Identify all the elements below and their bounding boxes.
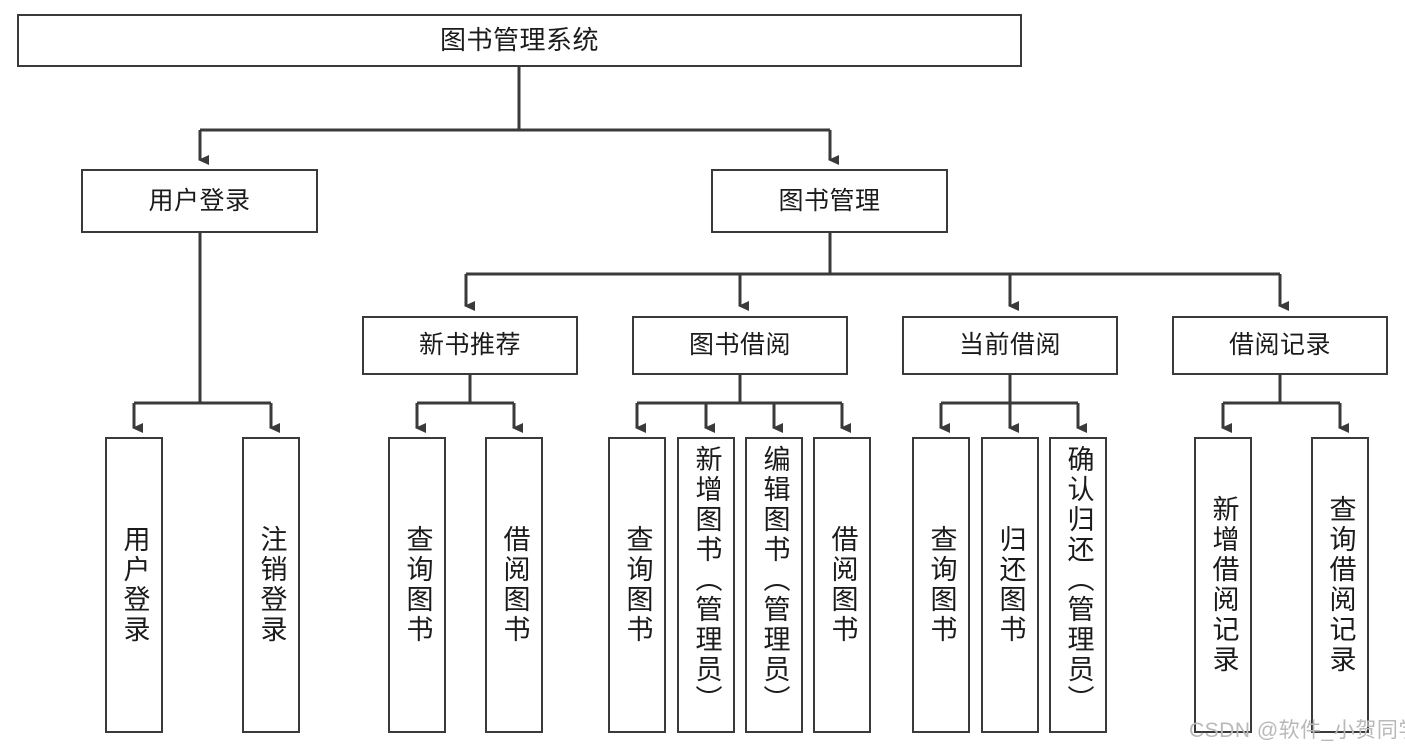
node-new-book-rec[interactable]: 新书推荐: [362, 316, 578, 375]
node-current-borrow[interactable]: 当前借阅: [902, 316, 1118, 375]
leaf-edit-book[interactable]: 编辑图书（管理员）: [745, 437, 803, 733]
node-root[interactable]: 图书管理系统: [17, 14, 1022, 67]
node-book-borrow[interactable]: 图书借阅: [632, 316, 848, 375]
leaf-edit-book-label: 编辑图书（管理员）: [759, 445, 790, 715]
leaf-query-book-3-label: 查询图书: [926, 525, 957, 645]
node-user-login-label: 用户登录: [148, 186, 251, 215]
leaf-add-record-label: 新增借阅记录: [1208, 495, 1239, 675]
leaf-add-book-label: 新增图书（管理员）: [691, 445, 722, 715]
node-current-borrow-label: 当前借阅: [958, 331, 1061, 360]
leaf-borrow-book-1-label: 借阅图书: [499, 525, 530, 645]
csdn-watermark: CSDN @软件_小贺同学: [1189, 719, 1405, 742]
leaf-logout-label: 注销登录: [256, 525, 287, 645]
node-root-label: 图书管理系统: [439, 24, 599, 55]
leaf-add-record[interactable]: 新增借阅记录: [1194, 437, 1252, 733]
leaf-borrow-book-2-label: 借阅图书: [827, 525, 858, 645]
leaf-query-book-2[interactable]: 查询图书: [608, 437, 666, 733]
leaf-logout[interactable]: 注销登录: [242, 437, 300, 733]
node-borrow-record[interactable]: 借阅记录: [1172, 316, 1388, 375]
leaf-query-book-3[interactable]: 查询图书: [912, 437, 970, 733]
leaf-confirm-return-label: 确认归还（管理员）: [1063, 445, 1094, 715]
leaf-borrow-book-1[interactable]: 借阅图书: [485, 437, 543, 733]
leaf-query-record-label: 查询借阅记录: [1325, 495, 1356, 675]
leaf-query-book-2-label: 查询图书: [622, 525, 653, 645]
leaf-return-book-label: 归还图书: [995, 525, 1026, 645]
leaf-user-login[interactable]: 用户登录: [105, 437, 163, 733]
node-book-manage[interactable]: 图书管理: [711, 169, 948, 233]
leaf-query-book-1-label: 查询图书: [402, 525, 433, 645]
node-book-borrow-label: 图书借阅: [688, 331, 791, 360]
node-book-manage-label: 图书管理: [778, 186, 881, 215]
leaf-confirm-return[interactable]: 确认归还（管理员）: [1049, 437, 1107, 733]
leaf-user-login-label: 用户登录: [119, 525, 150, 645]
leaf-borrow-book-2[interactable]: 借阅图书: [813, 437, 871, 733]
leaf-return-book[interactable]: 归还图书: [981, 437, 1039, 733]
leaf-query-record[interactable]: 查询借阅记录: [1311, 437, 1369, 733]
node-user-login[interactable]: 用户登录: [81, 169, 318, 233]
node-new-book-rec-label: 新书推荐: [418, 331, 521, 360]
node-borrow-record-label: 借阅记录: [1228, 331, 1331, 360]
leaf-query-book-1[interactable]: 查询图书: [388, 437, 446, 733]
leaf-add-book[interactable]: 新增图书（管理员）: [677, 437, 735, 733]
